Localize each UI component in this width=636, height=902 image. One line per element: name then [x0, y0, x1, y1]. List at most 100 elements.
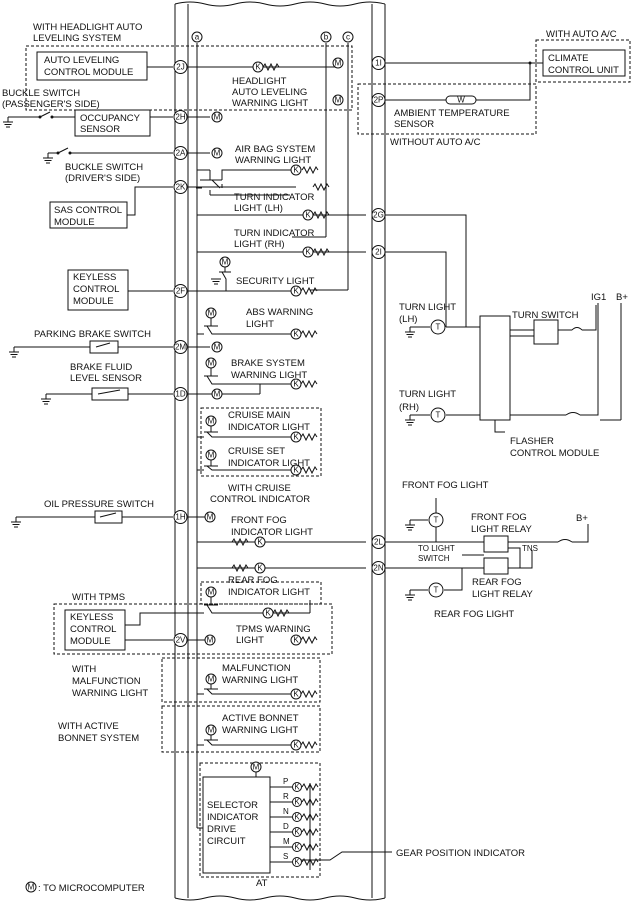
bus-label-b: b: [320, 31, 332, 43]
headlight-warning-label-2: AUTO LEVELING: [232, 87, 307, 98]
warning-light-icon: K: [290, 739, 302, 751]
microcomputer-icon: M: [205, 307, 217, 319]
svg-text:K: K: [293, 166, 299, 175]
front-fog-relay: [483, 535, 509, 553]
pin-2h: 2H: [173, 110, 188, 124]
turn-light-lh-label-2: (LH): [399, 314, 417, 325]
turn-light-rh-bulb-icon: T: [430, 407, 446, 423]
svg-text:R: R: [283, 792, 289, 801]
svg-text:K: K: [257, 564, 263, 573]
turn-switch: [533, 319, 559, 345]
warning-light-icon: K: [254, 562, 266, 574]
rear-fog-relay-label-1: REAR FOG: [472, 577, 522, 588]
svg-text:P: P: [283, 777, 288, 786]
gear-indicator-n: NK: [270, 807, 319, 822]
with-cruise-label-2: CONTROL INDICATOR: [210, 494, 310, 505]
active-bonnet-label-1: ACTIVE BONNET: [222, 713, 299, 724]
warning-light-icon: K: [290, 634, 302, 646]
legend-label: : TO MICROCOMPUTER: [38, 883, 145, 894]
front-fog-relay-label-2: LIGHT RELAY: [471, 524, 533, 535]
svg-text:1H: 1H: [175, 513, 185, 522]
warning-light-icon: K: [252, 61, 264, 73]
selector-label-3: DRIVE: [207, 824, 236, 835]
gear-light-icon: K: [292, 797, 302, 807]
turn-rh-label-1: TURN INDICATOR: [234, 228, 315, 239]
svg-text:M: M: [208, 451, 215, 460]
microcomputer-icon: M: [204, 511, 216, 523]
brake-fluid-label-1: BRAKE FLUID: [70, 362, 132, 373]
sas-label-2: MODULE: [54, 217, 95, 228]
ambient-temperature-sensor-icon: W: [445, 95, 477, 105]
microcomputer-icon: M: [211, 388, 223, 400]
bplus-label-1: B+: [616, 292, 628, 303]
svg-text:2P: 2P: [374, 96, 384, 105]
keyless-label-1: KEYLESS: [73, 272, 116, 283]
svg-text:c: c: [346, 33, 350, 42]
warning-light-icon: K: [290, 285, 302, 297]
flasher-control-module: [479, 315, 511, 421]
warning-light-icon: K: [262, 607, 274, 619]
turn-light-lh-label-1: TURN LIGHT: [399, 302, 456, 313]
turn-lh-label-1: TURN INDICATOR: [234, 192, 315, 203]
svg-text:M: M: [208, 675, 215, 684]
rear-fog-light-label: REAR FOG LIGHT: [434, 609, 514, 620]
microcomputer-icon: M: [205, 724, 217, 736]
with-malfunction-label-3: WARNING LIGHT: [72, 688, 148, 699]
brake-system-label-1: BRAKE SYSTEM: [231, 358, 305, 369]
auto-ac-dashed-region: [535, 39, 631, 83]
climate-label-1: CLIMATE: [548, 53, 588, 64]
with-auto-ac-label: WITH AUTO A/C: [546, 29, 617, 40]
svg-text:T: T: [434, 516, 439, 525]
to-light-switch-label-1: TO LIGHT: [418, 544, 455, 553]
svg-text:K: K: [293, 287, 299, 296]
brake-fluid-label-2: LEVEL SENSOR: [70, 373, 142, 384]
svg-text:K: K: [293, 636, 299, 645]
cruise-main-label-2: INDICATOR LIGHT: [228, 422, 310, 433]
rear-fog-indicator-label-2: INDICATOR LIGHT: [228, 587, 310, 598]
svg-text:2A: 2A: [176, 149, 186, 158]
abs-label-1: ABS WARNING: [246, 307, 313, 318]
headlight-warning-label-1: HEADLIGHT: [232, 76, 287, 87]
gear-indicator-s: SK: [270, 852, 319, 867]
buckle-driver-label-1: BUCKLE SWITCH: [65, 162, 143, 173]
front-fog-light-label: FRONT FOG LIGHT: [402, 480, 489, 491]
microcomputer-icon: M: [211, 341, 223, 353]
turn-rh-label-2: LIGHT (RH): [234, 239, 285, 250]
svg-text:N: N: [283, 807, 289, 816]
microcomputer-icon: M: [204, 634, 216, 646]
turn-light-rh-label-1: TURN LIGHT: [399, 389, 456, 400]
active-bonnet-dashed-region: [161, 705, 321, 753]
svg-text:K: K: [305, 211, 311, 220]
svg-text:K: K: [293, 380, 299, 389]
ambient-dashed-region: [357, 83, 537, 135]
svg-text:K: K: [293, 741, 299, 750]
svg-text:K: K: [255, 63, 261, 72]
svg-text:1D: 1D: [175, 390, 185, 399]
brake-system-label-2: WARNING LIGHT: [231, 370, 307, 381]
gear-light-icon: K: [292, 782, 302, 792]
rear-fog-indicator-label-1: REAR FOG: [228, 575, 278, 586]
symbol-layer: 2J2H2A2K2F2M1D1H2V1I2P2G2I2L2NMMMMMMMMMM…: [173, 56, 477, 773]
with-active-bonnet-label-2: BONNET SYSTEM: [58, 733, 139, 744]
buckle-passenger-label-1: BUCKLE SWITCH: [2, 88, 80, 99]
turn-light-lh-bulb-icon: T: [430, 319, 446, 335]
front-fog-indicator-label-2: INDICATOR LIGHT: [231, 527, 313, 538]
warning-light-icon: K: [290, 688, 302, 700]
svg-text:a: a: [195, 33, 200, 42]
pin-1d: 1D: [173, 387, 188, 401]
svg-text:M: M: [208, 726, 215, 735]
tpms-label-1: TPMS WARNING: [236, 624, 311, 635]
pin-1i: 1I: [371, 56, 386, 70]
legend-microcomputer-symbol: M: [25, 881, 37, 893]
ig1-label: IG1: [591, 292, 606, 303]
active-bonnet-label-2: WARNING LIGHT: [222, 725, 298, 736]
front-fog-indicator-label-1: FRONT FOG: [231, 515, 287, 526]
gear-indicator-m: MK: [270, 837, 319, 852]
svg-text:2K: 2K: [176, 183, 186, 192]
svg-text:2G: 2G: [373, 211, 384, 220]
selector-indicator-drive-circuit: [202, 776, 271, 874]
warning-light-icon: K: [290, 378, 302, 390]
svg-text:M: M: [208, 359, 215, 368]
